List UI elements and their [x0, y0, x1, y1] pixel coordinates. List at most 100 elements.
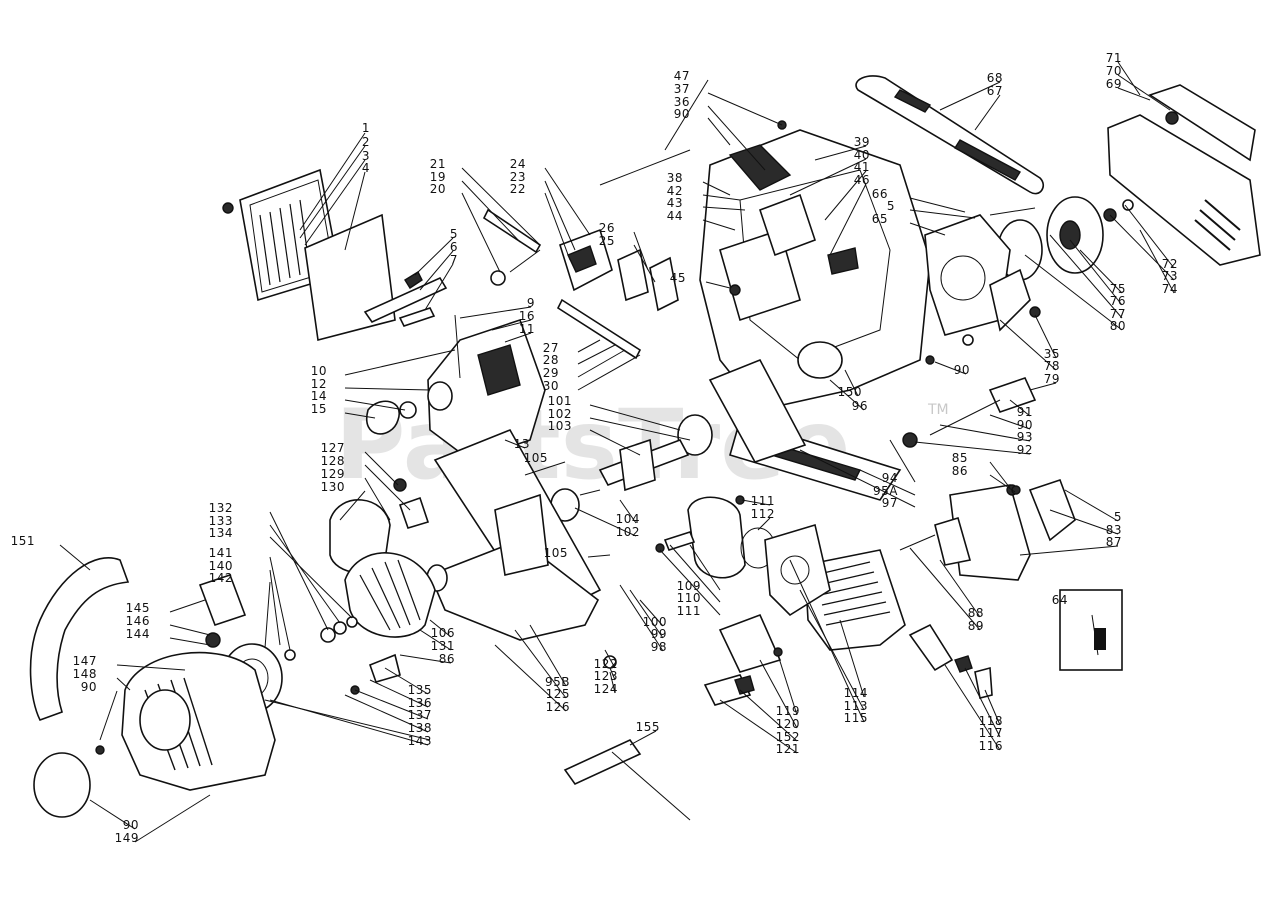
part-callout-100: 100 [643, 615, 667, 629]
part-callout-120: 120 [776, 717, 800, 731]
part-callout-27: 27 [543, 341, 559, 355]
part-callout-21: 21 [430, 157, 446, 171]
part-callout-96: 96 [852, 399, 868, 413]
piston [663, 496, 776, 579]
part-callout-45: 45 [670, 271, 686, 285]
side-cover [924, 207, 1036, 336]
part-callout-1: 1 [362, 121, 370, 135]
base-plate [708, 358, 902, 501]
watermark-tm: TM [927, 402, 949, 418]
part-callout-126: 126 [546, 700, 570, 714]
part-callout-94: 94 [882, 471, 898, 485]
part-callout-70: 70 [1106, 64, 1122, 78]
part-callout-152: 152 [776, 730, 800, 744]
starter-washers [284, 616, 358, 661]
clutch-assembly [997, 196, 1134, 281]
part-callout-124: 124 [594, 682, 618, 696]
part-callout-114: 114 [844, 686, 868, 700]
part-callout-20: 20 [430, 182, 446, 196]
part-callout-101: 101 [548, 394, 572, 408]
part-callout-6: 6 [450, 240, 458, 254]
part-callout-130: 130 [321, 480, 345, 494]
crankshaft [550, 414, 713, 522]
part-callout-117: 117 [979, 726, 1003, 740]
callout-labels: 1234567211920242322262527282930916111012… [11, 51, 1178, 845]
part-callout-23: 23 [510, 170, 526, 184]
part-callout-95A: 95A [873, 484, 898, 498]
part-callout-128: 128 [321, 454, 345, 468]
part-callout-16: 16 [519, 309, 535, 323]
part-callout-118: 118 [979, 714, 1003, 728]
part-callout-5: 5 [1114, 510, 1122, 524]
part-callout-129: 129 [321, 467, 345, 481]
part-callout-14: 14 [311, 389, 327, 403]
part-callout-135: 135 [408, 683, 432, 697]
part-callout-41: 41 [854, 160, 870, 174]
part-callout-38: 38 [667, 171, 683, 185]
part-callout-86: 86 [439, 652, 455, 666]
part-callout-10: 10 [311, 364, 327, 378]
part-callout-35: 35 [1044, 347, 1060, 361]
part-callout-42: 42 [667, 184, 683, 198]
part-callout-142: 142 [209, 571, 233, 585]
spark-plug-boot [908, 623, 993, 699]
part-callout-144: 144 [126, 627, 150, 641]
intake-gasket-parts [556, 248, 679, 360]
choke-lever-parts [363, 271, 448, 327]
part-callout-75: 75 [1110, 282, 1126, 296]
part-callout-148: 148 [73, 667, 97, 681]
part-callout-111: 111 [677, 604, 701, 618]
part-callout-125: 125 [546, 687, 570, 701]
leader-lines [59, 61, 1175, 843]
part-callout-4: 4 [362, 161, 370, 175]
part-callout-150: 150 [838, 385, 862, 399]
part-callout-136: 136 [408, 696, 432, 710]
part-callout-2: 2 [362, 135, 370, 149]
part-callout-83: 83 [1106, 523, 1122, 537]
part-callout-112: 112 [751, 507, 775, 521]
part-callout-113: 113 [844, 699, 868, 713]
part-callout-87: 87 [1106, 535, 1122, 549]
part-callout-12: 12 [311, 377, 327, 391]
part-callout-68: 68 [987, 71, 1003, 85]
part-callout-25: 25 [599, 234, 615, 248]
crankcase-housing [599, 129, 931, 411]
part-callout-66: 66 [872, 187, 888, 201]
fuel-tank-housing [365, 314, 546, 461]
part-callout-26: 26 [599, 221, 615, 235]
part-callout-105: 105 [544, 546, 568, 560]
part-callout-111: 111 [751, 494, 775, 508]
part-callout-91: 91 [1017, 405, 1033, 419]
part-callout-122: 122 [594, 657, 618, 671]
part-callout-90: 90 [954, 363, 970, 377]
guide-bar [855, 75, 1045, 195]
part-callout-127: 127 [321, 441, 345, 455]
part-callout-109: 109 [677, 579, 701, 593]
part-callout-67: 67 [987, 84, 1003, 98]
part-callout-15: 15 [311, 402, 327, 416]
part-callout-155: 155 [636, 720, 660, 734]
part-callout-37: 37 [674, 82, 690, 96]
part-callout-95B: 95B [545, 675, 570, 689]
part-callout-141: 141 [209, 546, 233, 560]
part-callout-85: 85 [952, 451, 968, 465]
part-callout-65: 65 [872, 212, 888, 226]
part-callout-13: 13 [514, 437, 530, 451]
clutch-cover [1107, 84, 1261, 266]
part-callout-47: 47 [674, 69, 690, 83]
part-callout-5: 5 [887, 199, 895, 213]
cylinder [764, 523, 906, 651]
part-callout-36: 36 [674, 95, 690, 109]
part-callout-7: 7 [450, 253, 458, 267]
part-callout-121: 121 [776, 742, 800, 756]
part-callout-44: 44 [667, 209, 683, 223]
part-callout-93: 93 [1017, 430, 1033, 444]
part-callout-119: 119 [776, 704, 800, 718]
part-callout-143: 143 [408, 734, 432, 748]
part-callout-104: 104 [616, 512, 640, 526]
part-callout-5: 5 [450, 227, 458, 241]
part-callout-71: 71 [1106, 51, 1122, 65]
part-callout-134: 134 [209, 526, 233, 540]
part-callout-74: 74 [1162, 282, 1178, 296]
part-callout-105: 105 [524, 451, 548, 465]
